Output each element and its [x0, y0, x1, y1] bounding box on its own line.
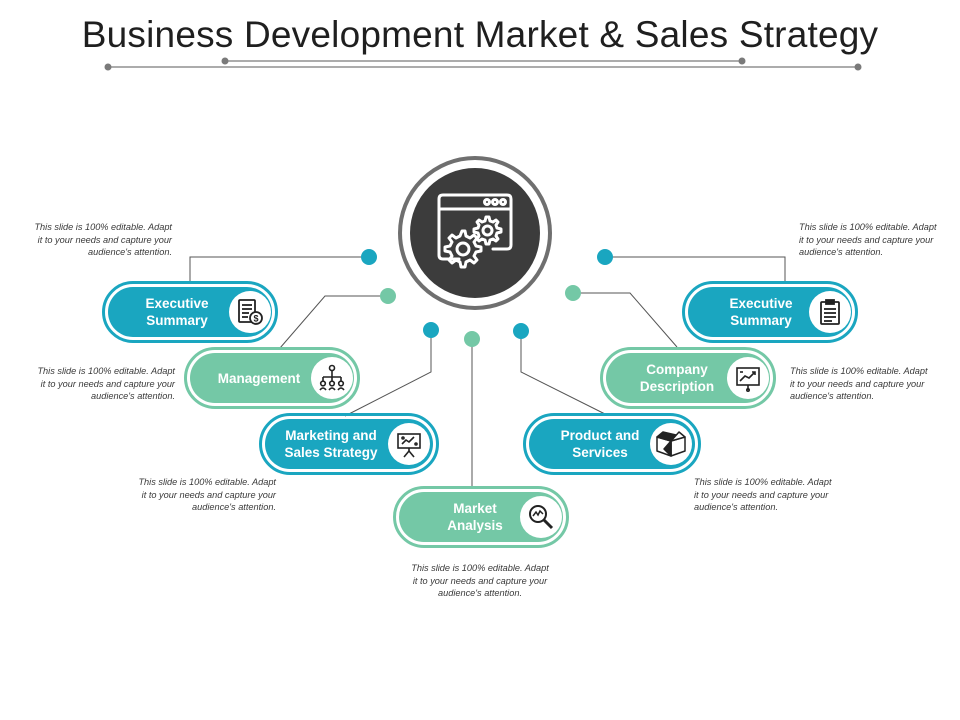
pill-company-description: Company Description [600, 347, 776, 409]
pill-label: Company Description [639, 362, 715, 394]
note-executive-summary-left: This slide is 100% editable. Adapt it to… [34, 222, 172, 257]
pill-executive-summary-left: Executive Summary $ [102, 281, 278, 343]
chart-board-icon [736, 367, 760, 392]
pill-label: Executive Summary [729, 296, 793, 328]
document-dollar-icon: $ [238, 299, 263, 325]
pill-label: Management [217, 370, 301, 386]
icon-badge [388, 423, 430, 465]
pill-label: Marketing and Sales Strategy [284, 428, 378, 460]
connector-5 [520, 331, 606, 415]
pill-management: Management [184, 347, 360, 409]
connector-dot-3 [423, 322, 439, 338]
connector-6 [573, 292, 678, 348]
note-executive-summary-right: This slide is 100% editable. Adapt it to… [799, 222, 937, 257]
connector-dot-2 [380, 288, 396, 304]
pill-label: Executive Summary [145, 296, 209, 328]
clipboard-icon [820, 299, 840, 325]
connector-3 [344, 330, 432, 417]
divider-dot [221, 57, 229, 65]
connector-2 [279, 295, 388, 349]
divider-dot [738, 57, 746, 65]
presentation-board-icon [397, 433, 421, 458]
hub-inner [410, 168, 540, 298]
divider-dot [104, 63, 112, 71]
pill-product-services: Product and Services [523, 413, 701, 475]
icon-badge [809, 291, 851, 333]
central-hub [398, 156, 552, 310]
open-box-icon [656, 431, 686, 457]
pill-marketing-sales-strategy: Marketing and Sales Strategy [259, 413, 439, 475]
note-company-description: This slide is 100% editable. Adapt it to… [790, 366, 928, 401]
pill-market-analysis: Market Analysis [393, 486, 569, 548]
connector-dot-6 [565, 285, 581, 301]
note-marketing-sales-strategy: This slide is 100% editable. Adapt it to… [138, 477, 276, 512]
connector-dot-4 [464, 331, 480, 347]
icon-badge [727, 357, 769, 399]
connector-7 [605, 256, 786, 283]
pill-label: Market Analysis [447, 501, 503, 533]
icon-badge [311, 357, 353, 399]
magnifier-chart-icon [529, 505, 554, 530]
connector-dot-5 [513, 323, 529, 339]
icon-badge [650, 423, 692, 465]
connector-dot-1 [361, 249, 377, 265]
pill-executive-summary-right: Executive Summary [682, 281, 858, 343]
icon-badge [520, 496, 562, 538]
org-chart-icon [319, 364, 345, 391]
icon-badge: $ [229, 291, 271, 333]
browser-gears-icon [437, 193, 513, 269]
connector-dot-7 [597, 249, 613, 265]
note-product-services: This slide is 100% editable. Adapt it to… [694, 477, 832, 512]
connector-1 [189, 256, 369, 283]
slide-title: Business Development Market & Sales Stra… [81, 14, 879, 55]
divider-dot [854, 63, 862, 71]
pill-label: Product and Services [560, 428, 640, 460]
note-market-analysis: This slide is 100% editable. Adapt it to… [411, 563, 549, 598]
note-management: This slide is 100% editable. Adapt it to… [37, 366, 175, 401]
svg-text:$: $ [253, 314, 258, 324]
